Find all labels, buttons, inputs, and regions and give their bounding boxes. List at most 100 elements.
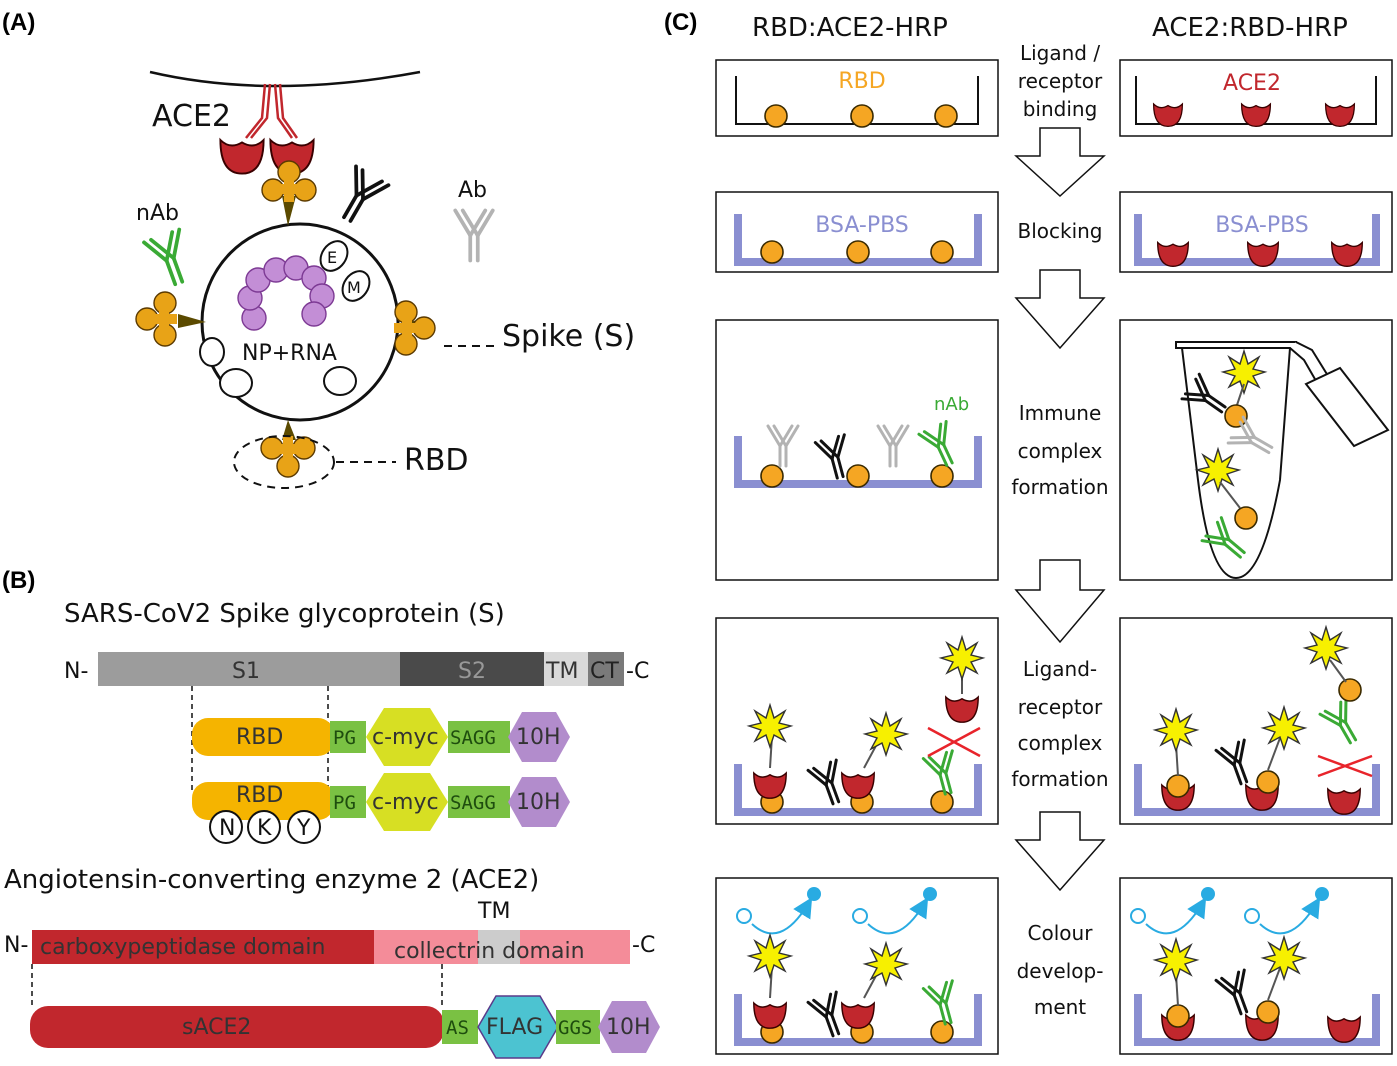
step-5-line-1: Colour [1028,921,1094,945]
hrp-star-icon [1262,706,1306,750]
his-label: 10H [606,1015,651,1040]
blocked-binding-cross [927,726,981,758]
panel-a-label: (A) [2,9,35,36]
step-4-line-4: formation [1011,767,1108,791]
well-row-3-left: nAb [715,319,999,581]
step-5-line-3: ment [1034,995,1086,1019]
spike-title: SARS-CoV2 Spike glycoprotein (S) [64,599,505,629]
blocking-label: BSA-PBS [815,213,909,238]
spike-stalk [282,196,296,226]
well-row-5-left [715,877,999,1055]
cmyc-tag [366,773,448,831]
hrp-star-icon [748,704,792,748]
collectrin-label: collectrin domain [394,939,585,964]
rbd-highlight [233,435,335,489]
rbd-icon [1338,678,1362,702]
step-3-line-2: complex [1018,439,1103,463]
np-rna-label: NP+RNA [242,341,337,366]
ace2-icon [219,139,265,175]
rbd-segment-label: RBD [236,783,283,808]
sagg-linker [448,721,510,753]
envelope-protein: E [319,240,349,272]
down-arrow-3 [1014,559,1106,644]
down-arrow-1 [1014,127,1106,198]
rbd-icon [1166,774,1190,798]
rbd-construct-wt: RBD PG c-myc SAGG 10H [192,708,570,766]
step-4-line-2: receptor [1018,695,1103,719]
ct-label: CT [590,659,619,684]
well-row-3-right [1119,319,1393,581]
nab-label: nAb [934,394,969,415]
panel-c-label: (C) [664,9,697,36]
mutation-y-label: Y [296,816,311,841]
ggs-linker [556,1010,600,1044]
step-2-line-1: Blocking [1017,219,1102,243]
his-tag [508,712,570,762]
rbd-segment [192,718,334,756]
panel-b: (B) SARS-CoV2 Spike glycoprotein (S) N- … [2,567,660,1059]
collectrin-domain-a [374,930,478,964]
carboxypeptidase-domain [32,930,374,964]
hrp-star-icon [1154,708,1198,752]
membrane-protein-icon [199,337,225,367]
step-3-line-3: formation [1011,475,1108,499]
product-icon [807,887,821,901]
well-row-4-left [715,617,999,825]
reaction-arrow [867,897,929,935]
well-row-4-right [1119,617,1393,825]
rbd-icon [1234,506,1258,530]
rbd-icon [934,104,958,128]
carboxypeptidase-label: carboxypeptidase domain [40,935,325,960]
neutralizing-antibody-icon [142,227,199,292]
ct-domain [588,652,624,686]
well-row-1-right: ACE2 [1119,59,1393,137]
tm2-label-above: TM [477,899,510,924]
pg-label: PG [333,792,356,814]
s2-domain [400,652,544,686]
s1-label: S1 [232,659,260,684]
s1-domain [98,652,400,686]
product-icon [1201,887,1215,901]
rbd-icon [1256,1000,1280,1024]
down-arrow-4 [1014,811,1106,892]
membrane-protein-icon [219,368,253,398]
blocking-label: BSA-PBS [1215,213,1309,238]
n-terminus: N- [64,659,88,684]
sagg-linker [448,786,510,818]
nucleocapsid-coil [237,255,335,331]
ggs-label: GGS [558,1017,592,1039]
mutation-n-label: N [219,816,235,841]
hrp-star-icon [940,636,984,680]
pg-linker [330,786,366,818]
product-icon [1315,887,1329,901]
tm-domain [544,652,588,686]
left-column-title: RBD:ACE2-HRP [752,13,948,43]
substrate-icon [736,908,752,924]
tm-label: TM [545,659,578,684]
hrp-star-icon [1196,448,1240,492]
hrp-star-icon [1154,938,1198,982]
cmyc-tag [366,708,448,766]
nab-label: nAb [136,201,179,226]
ace2-receptor-stalk [245,83,299,139]
spike-stalk [282,420,296,440]
substrate-icon [1244,908,1260,924]
right-column-title: ACE2:RBD-HRP [1152,13,1348,43]
rbd-icon [930,1020,954,1044]
pg-label: PG [333,727,356,749]
well-row-5-right [1119,877,1393,1055]
sace2-label: sACE2 [182,1015,251,1040]
spike-protein-icon [260,435,316,478]
reaction-arrow [751,897,813,935]
down-arrow-2 [1014,269,1106,350]
mutation-k-circle [247,810,281,844]
reaction-arrow [1259,897,1321,935]
well-row-2-left: BSA-PBS [715,191,999,273]
rbd-label: RBD [404,443,469,478]
rbd-icon [930,240,954,264]
spike-label: Spike (S) [502,319,635,354]
panel-c: (C) RBD:ACE2-HRP ACE2:RBD-HRP Ligand / r… [664,9,1393,1055]
his-label: 10H [516,725,561,750]
flag-label: FLAG [486,1015,543,1040]
rbd-construct-mutant: RBD PG c-myc SAGG 10H N K Y [192,773,570,844]
